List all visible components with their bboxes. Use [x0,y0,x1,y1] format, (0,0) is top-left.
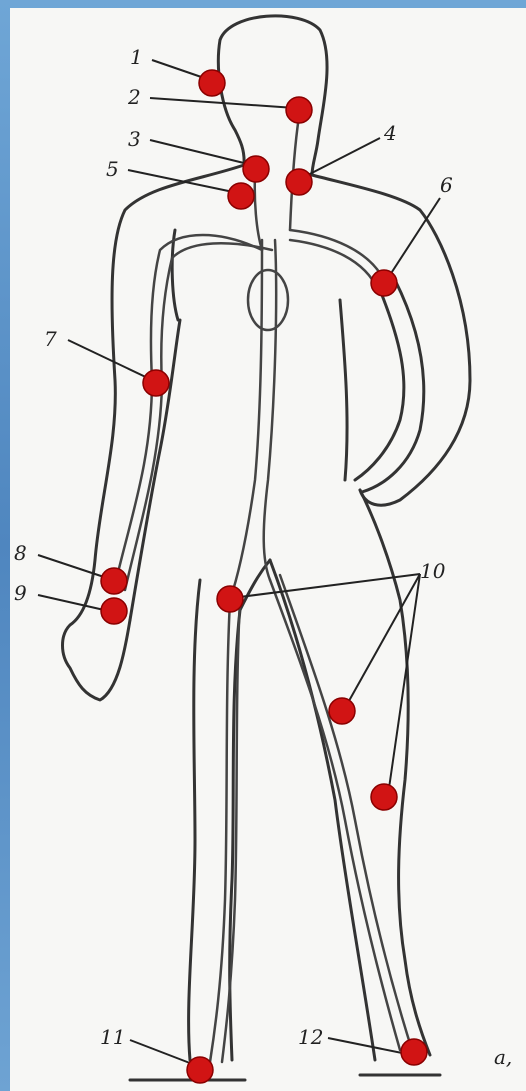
pulse-point-10c [371,784,397,810]
pulse-point-7 [143,370,169,396]
pulse-point-10b [329,698,355,724]
pulse-point-5 [228,183,254,209]
pulse-point-12 [401,1039,427,1065]
label-6: 6 [440,173,453,197]
label-11: 11 [100,1025,125,1049]
pulse-point-10a [217,586,243,612]
label-1: 1 [130,45,143,69]
label-12: 12 [298,1025,323,1049]
pulse-point-11 [187,1057,213,1083]
label-2: 2 [127,85,141,109]
pulse-point-4 [286,169,312,195]
vessel-lines [115,110,412,1062]
label-7: 7 [44,327,57,351]
label-10: 10 [420,559,446,583]
pulse-point-2 [286,97,312,123]
pulse-point-9 [101,598,127,624]
pulse-point-3 [243,156,269,182]
pulse-point-8 [101,568,127,594]
label-8: 8 [14,541,27,565]
corner-label: a, [494,1045,512,1069]
label-9: 9 [14,581,27,605]
label-4: 4 [383,121,397,145]
label-5: 5 [106,157,119,181]
leader-lines [38,60,440,1065]
label-3: 3 [128,127,141,151]
pulse-point-1 [199,70,225,96]
pulse-point-6 [371,270,397,296]
